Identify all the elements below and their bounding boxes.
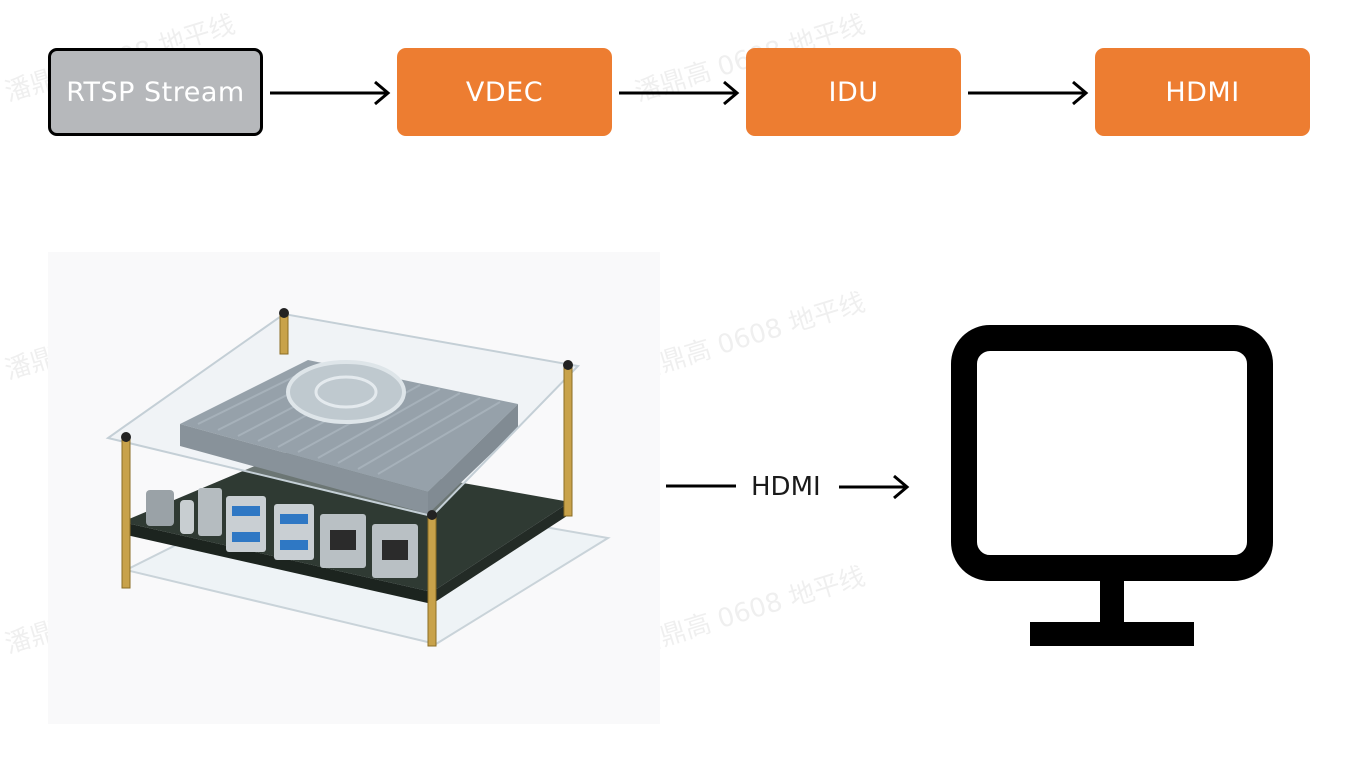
hdmi-node: HDMI <box>1095 48 1310 136</box>
arrow-right-icon <box>619 80 740 106</box>
watermark: 潘鼎高 0608 地平线 <box>631 287 869 387</box>
monitor-icon <box>951 325 1273 646</box>
dev-board-image <box>48 252 660 724</box>
vdec-node: VDEC <box>397 48 612 136</box>
idu-node: IDU <box>746 48 961 136</box>
arrow-right-icon <box>270 80 391 106</box>
rtsp-stream-node: RTSP Stream <box>48 48 263 136</box>
connector-line <box>666 484 736 488</box>
hdmi-connection-label: HDMI <box>751 472 821 502</box>
watermark: 潘鼎高 0608 地平线 <box>631 561 869 661</box>
arrow-right-icon <box>968 80 1089 106</box>
arrow-right-icon <box>839 474 910 500</box>
